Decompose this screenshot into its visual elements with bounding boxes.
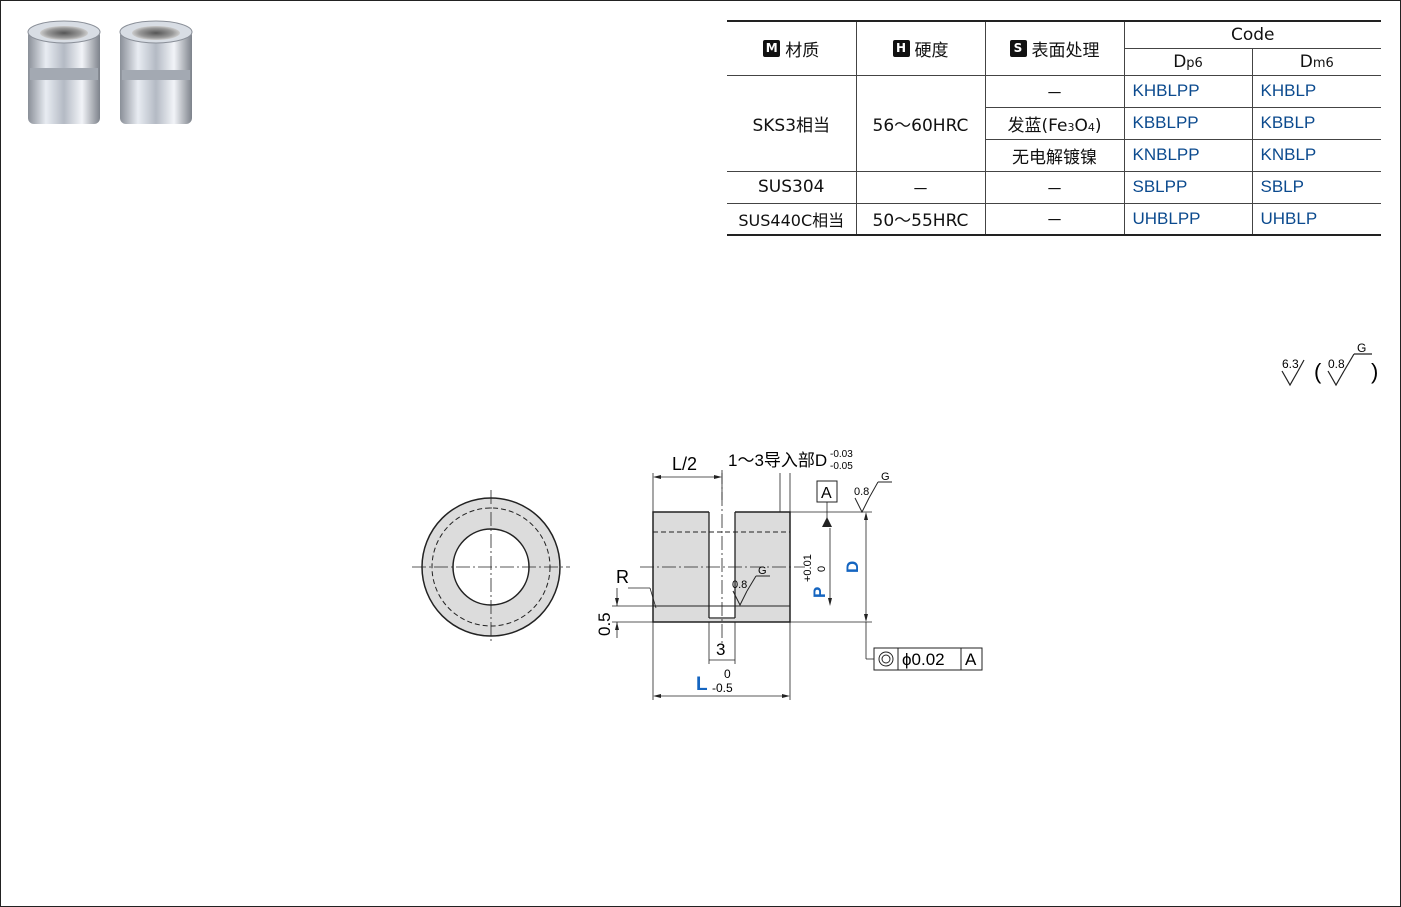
hardness-badge: H — [892, 39, 910, 57]
technical-drawing: L/2 1～3导入部D -0.03 -0.05 A 0.8 G D P +0.0… — [412, 449, 983, 700]
svg-text:): ) — [1371, 359, 1378, 384]
bushing-photo-right — [119, 20, 193, 124]
bushing-photo-left — [27, 20, 101, 124]
finish-value-inner: 0.8 — [732, 579, 747, 591]
hardness-header-label: 硬度 — [914, 40, 949, 61]
material-badge: M — [763, 39, 781, 57]
dm6-sub: m6 — [1312, 55, 1334, 71]
dp6-sub: p6 — [1186, 55, 1203, 71]
product-photos — [27, 20, 193, 124]
code-m6-cell[interactable]: KHBLP — [1251, 74, 1381, 108]
concentricity-icon — [878, 651, 894, 667]
chamfer-label: 0.5 — [595, 612, 614, 636]
side-view — [640, 470, 805, 645]
code-p6-cell[interactable]: SBLPP — [1123, 170, 1253, 204]
p-tol-upper: +0.01 — [802, 554, 814, 582]
l-dim-label: L — [696, 674, 708, 695]
tolerance-datum: A — [965, 650, 977, 669]
surface-cell: 发蓝(Fe3O4) — [985, 106, 1125, 140]
hardness-cell: 56～60HRC — [855, 74, 986, 172]
code-header: Code — [1123, 20, 1381, 49]
table-row: SKS3相当 56～60HRC － KHBLPP KHBLP — [727, 74, 1381, 172]
finish-grind-top: G — [881, 471, 890, 483]
lead-tol-lower: -0.05 — [830, 461, 853, 472]
table-row: SUS440C相当 50～55HRC － UHBLPP UHBLP — [727, 202, 1381, 236]
r-label: R — [616, 567, 629, 587]
finish-value-top: 0.8 — [854, 486, 869, 498]
table-row: 发蓝(Fe3O4) KBBLPP KBBLP — [727, 106, 1381, 140]
hardness-cell: 50～55HRC — [855, 202, 986, 236]
surface-badge: S — [1009, 39, 1027, 57]
surface-sub2: 4 — [1087, 120, 1095, 134]
svg-text:(: ( — [1314, 359, 1322, 384]
roughness-legend: 6.3 ( 0.8 G ) — [1281, 341, 1378, 387]
roughness-main-value: 6.3 — [1282, 357, 1299, 371]
surface-cell: 无电解镀镍 — [985, 138, 1125, 172]
code-p6-cell[interactable]: UHBLPP — [1123, 202, 1253, 236]
material-header-label: 材质 — [785, 40, 820, 61]
lead-note: 1～3导入部D — [728, 451, 827, 470]
roughness-grind-mark: G — [1357, 341, 1366, 355]
dp6-main: D — [1173, 51, 1187, 72]
surface-sub1: 3 — [1067, 120, 1075, 134]
code-m6-cell[interactable]: UHBLP — [1251, 202, 1381, 236]
surface-cell: － — [984, 74, 1125, 108]
roughness-inner-symbol — [1327, 370, 1345, 387]
material-cell: SUS440C相当 — [727, 202, 857, 236]
hardness-cell: － — [855, 170, 986, 204]
concentricity-frame — [873, 647, 983, 671]
p-tol-lower: 0 — [816, 566, 828, 572]
code-m6-cell[interactable]: KBBLP — [1251, 106, 1381, 140]
l-half-label: L/2 — [672, 454, 697, 474]
p-dim-label: P — [810, 587, 829, 598]
dm6-main: D — [1299, 51, 1313, 72]
l-tol-upper: 0 — [724, 667, 731, 681]
material-cell: SKS3相当 — [727, 74, 857, 172]
tolerance-value: ϕ0.02 — [902, 650, 945, 669]
roughness-inner-value: 0.8 — [1328, 357, 1345, 371]
surface-cell: － — [984, 202, 1125, 236]
code-p6-cell[interactable]: KNBLPP — [1123, 138, 1253, 172]
table-row: 无电解镀镍 KNBLPP KNBLP — [727, 138, 1381, 172]
code-m6-cell[interactable]: KNBLP — [1251, 138, 1381, 172]
code-m6-cell[interactable]: SBLP — [1251, 170, 1381, 204]
dm6-header: Dm6 — [1251, 47, 1381, 76]
dp6-header: Dp6 — [1124, 47, 1253, 76]
finish-grind-inner: G — [758, 565, 767, 577]
table-row: SUS304 － － SBLPP SBLP — [727, 170, 1381, 204]
groove-label: 3 — [716, 640, 725, 659]
material-cell: SUS304 — [727, 170, 857, 204]
surface-cell: － — [984, 170, 1125, 204]
datum-a-label: A — [821, 485, 832, 502]
surface-header-label: 表面处理 — [1031, 40, 1100, 61]
end-view — [412, 490, 570, 644]
surface-text-pre: 发蓝(Fe — [1007, 115, 1068, 136]
l-tol-lower: -0.5 — [712, 681, 733, 695]
surface-text-post: ) — [1094, 115, 1102, 136]
d-dim-label: D — [843, 561, 862, 573]
roughness-main-symbol — [1281, 370, 1299, 387]
code-p6-cell[interactable]: KHBLPP — [1123, 74, 1253, 108]
code-p6-cell[interactable]: KBBLPP — [1123, 106, 1253, 140]
surface-text-mid: O — [1074, 115, 1088, 136]
lead-tol-upper: -0.03 — [830, 449, 853, 460]
